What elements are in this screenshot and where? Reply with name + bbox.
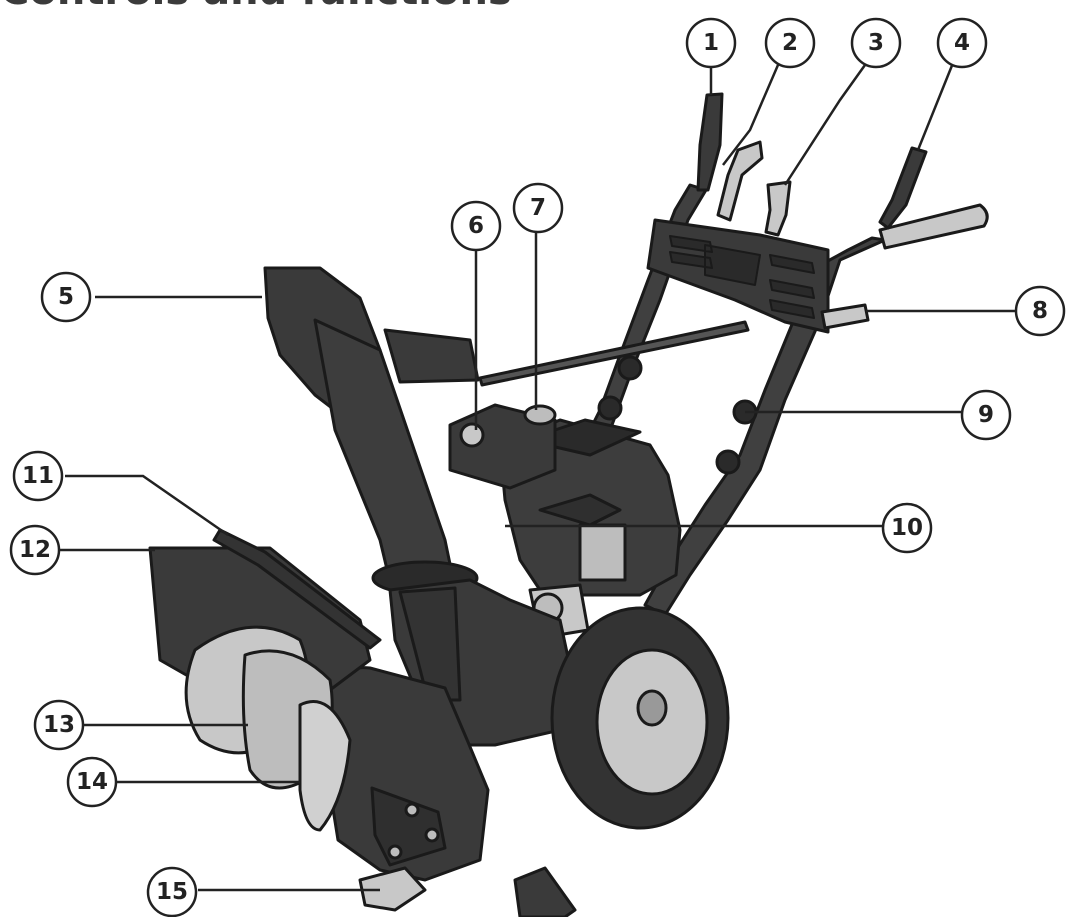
skid-shoe xyxy=(358,866,427,912)
callout-1: 1 xyxy=(685,17,737,69)
callout-9-label: 9 xyxy=(978,402,994,428)
callout-14-label: 14 xyxy=(76,769,108,795)
callout-4: 4 xyxy=(936,17,988,69)
wheel xyxy=(550,606,730,830)
callout-8: 8 xyxy=(1014,285,1066,337)
callout-12: 12 xyxy=(9,524,61,576)
callout-4-label: 4 xyxy=(954,30,970,56)
lever-2 xyxy=(716,140,764,222)
callout-3: 3 xyxy=(850,17,902,69)
handle-grip-right xyxy=(878,203,989,250)
callout-15-label: 15 xyxy=(156,879,188,905)
callout-13: 13 xyxy=(33,699,85,751)
callout-8-label: 8 xyxy=(1032,298,1048,324)
blade-fragment xyxy=(513,866,577,917)
callout-9: 9 xyxy=(960,389,1012,441)
grip-8 xyxy=(820,303,870,330)
snow-blower-illustration xyxy=(148,92,989,917)
callout-leaders xyxy=(60,57,1015,892)
crank-rod xyxy=(212,528,382,650)
callout-12-label: 12 xyxy=(19,537,51,563)
callout-6-label: 6 xyxy=(468,213,484,239)
callout-5: 5 xyxy=(40,271,92,323)
auger-blades xyxy=(184,625,352,832)
callout-14: 14 xyxy=(66,756,118,808)
callout-2: 2 xyxy=(764,17,816,69)
lever-1 xyxy=(696,92,724,192)
lever-4 xyxy=(878,146,928,230)
callout-6: 6 xyxy=(450,200,502,252)
callout-10-label: 10 xyxy=(891,515,923,541)
callout-10: 10 xyxy=(881,502,933,554)
callout-15: 15 xyxy=(146,866,198,917)
lever-3 xyxy=(764,180,792,237)
callout-13-label: 13 xyxy=(43,712,75,738)
callout-1-label: 1 xyxy=(703,30,719,56)
callout-7: 7 xyxy=(512,182,564,234)
callout-11-label: 11 xyxy=(22,463,54,489)
callout-3-label: 3 xyxy=(868,30,884,56)
page-title: Controls and functions xyxy=(0,0,512,14)
callout-5-label: 5 xyxy=(58,284,74,310)
callout-11: 11 xyxy=(12,450,64,502)
callout-7-label: 7 xyxy=(530,195,546,221)
shaft-rod xyxy=(478,320,750,387)
callout-2-label: 2 xyxy=(782,30,798,56)
